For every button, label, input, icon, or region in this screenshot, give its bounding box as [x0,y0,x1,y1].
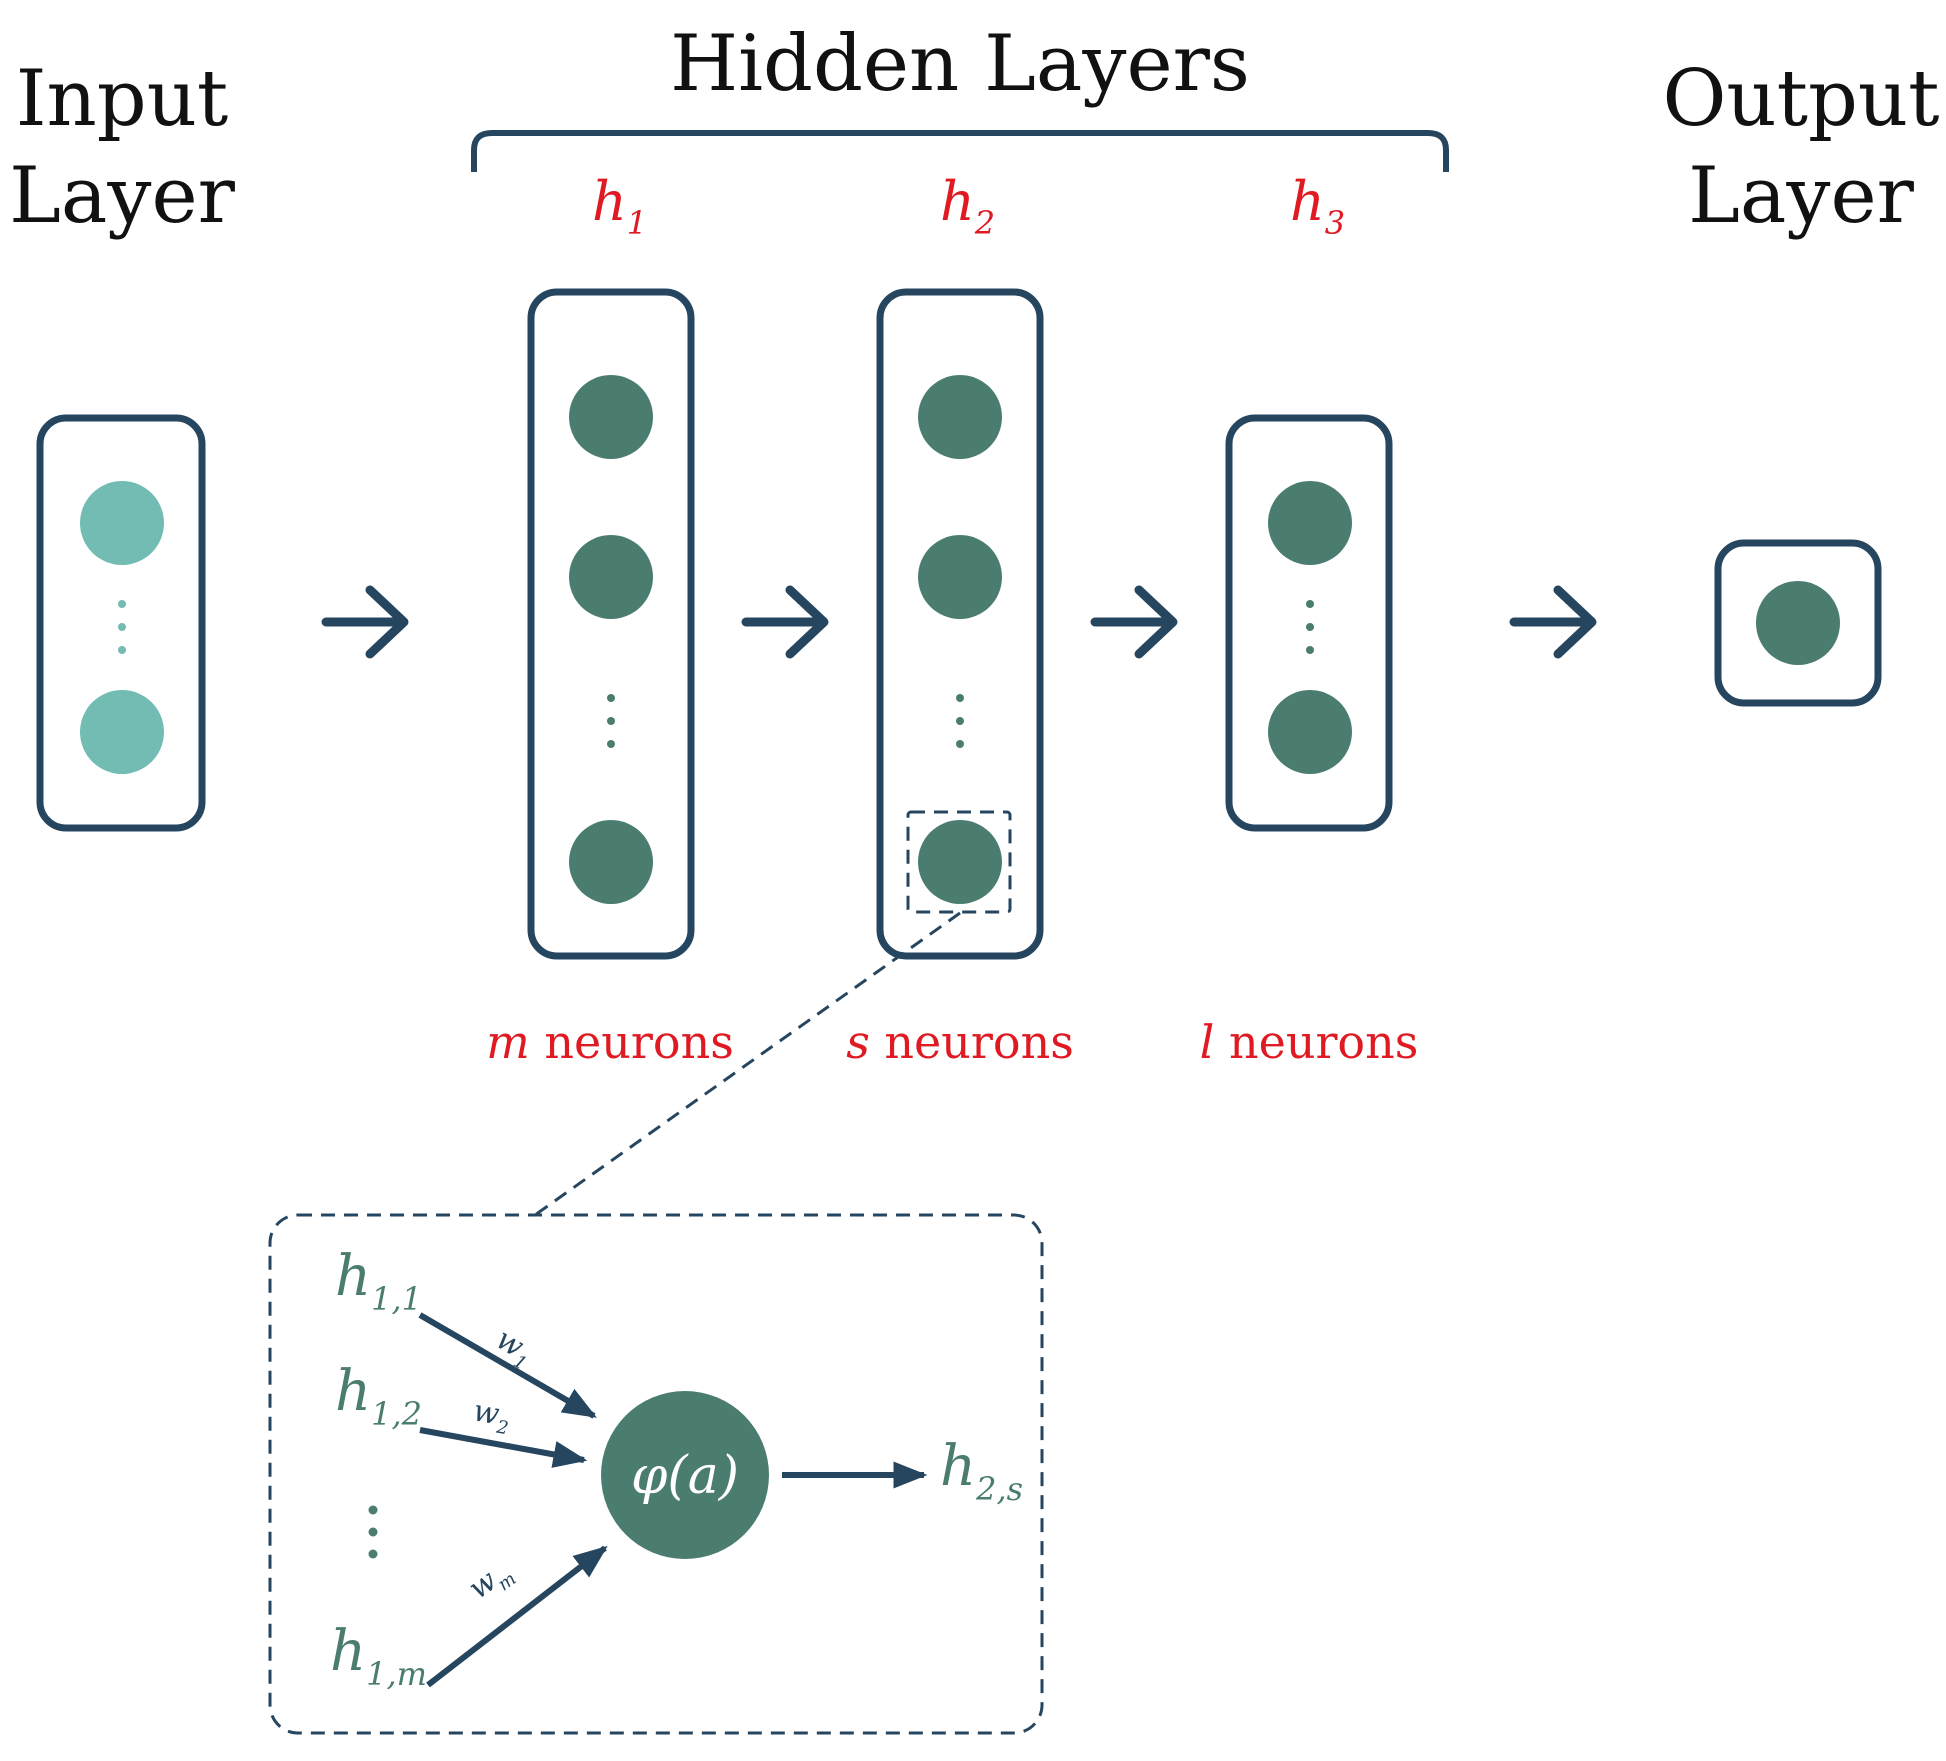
activation-neuron [601,1391,769,1559]
input-layer-title-line2: Layer [9,151,236,241]
detail-input-1: h1,1 [335,1244,422,1318]
weight-arrow-m [426,1545,608,1688]
hidden-layer-2-box [876,288,1044,960]
arrow-right-icon [1509,585,1597,659]
ellipsis-dot [607,740,615,748]
hidden-layers-title: Hidden Layers [670,19,1250,109]
hidden2-neuron-2 [918,535,1002,619]
hidden-layer-1-count: m neurons [486,1015,734,1069]
ellipsis-dot [1306,623,1314,631]
detail-input-2: h1,2 [335,1359,422,1433]
hidden1-neuron-m [569,820,653,904]
hidden3-neuron-l [1268,690,1352,774]
hidden-layers-bracket [471,130,1449,172]
hidden-layer-3-box [1225,414,1393,832]
ellipsis-dot [1306,646,1314,654]
input-layer-box [36,414,206,832]
ellipsis-dot [118,646,126,654]
hidden-layer-3-count: l neurons [1200,1015,1419,1069]
zoom-connector-line [534,911,961,1217]
neuron-detail-box [268,1213,1044,1735]
weight-arrow-2 [419,1427,588,1468]
output-layer-box [1714,539,1882,707]
hidden-layer-name-2: h2 [940,170,995,242]
ellipsis-dot [1306,600,1314,608]
hidden-layer-name-1: h1 [592,170,647,242]
hidden-layer-name-3: h3 [1290,170,1345,242]
ellipsis-dot [368,1527,378,1537]
input-neuron-1 [80,481,164,565]
ellipsis-dot [956,694,964,702]
hidden2-neuron-1 [918,375,1002,459]
input-layer-title-line1: Input [16,54,229,144]
ellipsis-dot [118,623,126,631]
activation-function-label: φ(a) [631,1446,739,1506]
weight-label-1: w1 [488,1322,540,1375]
output-layer-title-line1: Output [1662,54,1939,144]
ellipsis-dot [607,694,615,702]
hidden1-neuron-2 [569,535,653,619]
detail-output: h2,s [940,1434,1023,1508]
weight-arrow-1 [418,1312,597,1419]
input-neuron-n [80,690,164,774]
output-neuron [1756,581,1840,665]
arrow-right-icon [1090,585,1178,659]
hidden-layer-2-count: s neurons [846,1015,1074,1069]
arrow-right-icon [741,585,829,659]
ellipsis-dot [368,1505,378,1515]
weight-label-2: w2 [470,1393,514,1439]
weight-label-m: wm [462,1553,520,1610]
arrow-right-icon [321,585,409,659]
ellipsis-dot [118,600,126,608]
hidden3-neuron-1 [1268,481,1352,565]
ellipsis-dot [607,717,615,725]
highlight-box [906,810,1012,914]
hidden-layer-1-box [527,288,695,960]
ellipsis-dot [956,717,964,725]
ellipsis-dot [956,740,964,748]
hidden2-neuron-s [918,820,1002,904]
ellipsis-dot [368,1549,378,1559]
detail-input-m: h1,m [330,1619,427,1693]
output-layer-title-line2: Layer [1688,151,1915,241]
hidden1-neuron-1 [569,375,653,459]
